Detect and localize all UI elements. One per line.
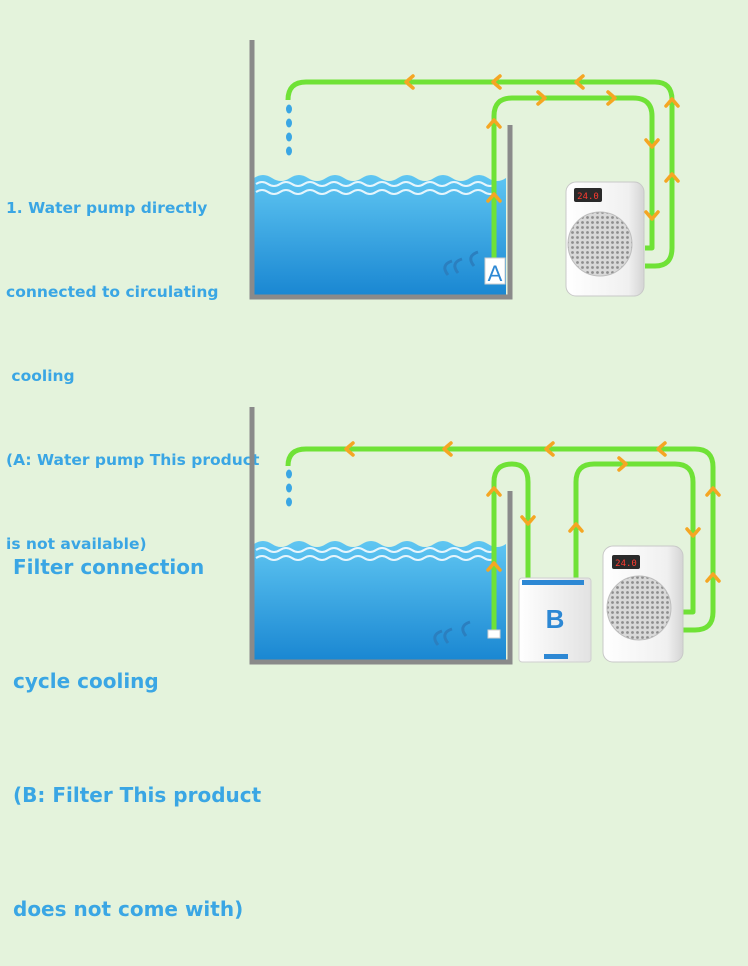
caption-line: 1. Water pump directly: [6, 199, 208, 217]
caption-water-pump-cooling: 1. Water pump directly connected to circ…: [6, 138, 259, 586]
fan-grille-icon: [606, 575, 672, 641]
supply-hose: [491, 461, 531, 630]
temperature-readout: 24.0: [615, 559, 637, 569]
pump-label: A: [488, 261, 503, 286]
caption-line: cycle cooling: [13, 669, 159, 693]
filter-label: B: [546, 604, 565, 634]
wave-lines: [255, 547, 497, 561]
chiller-unit: 24.0: [602, 545, 684, 663]
water-drop-icon: [286, 469, 292, 507]
water-body: [254, 175, 506, 295]
chiller-unit: 24.0: [565, 181, 645, 297]
water-pump: A: [484, 257, 506, 286]
diagram-water-pump: A 24.0: [249, 40, 680, 300]
diagram-filter: B 24.0: [249, 407, 721, 665]
water-swirl-icon: [433, 620, 471, 646]
diagram-canvas: A 24.0: [249, 40, 721, 665]
caption-line: connected to circulating: [6, 283, 219, 301]
flow-arrow-icon: [404, 74, 680, 221]
pump-intake: [487, 629, 501, 639]
filter-unit: B: [518, 577, 592, 663]
water-tank: [249, 407, 513, 665]
hoses: [285, 446, 716, 633]
temperature-readout: 24.0: [577, 192, 599, 202]
tank-wall: [249, 407, 513, 665]
water-body: [254, 541, 506, 660]
water-drop-icon: [286, 104, 292, 156]
return-hose: [285, 79, 675, 269]
caption-line: (A: Water pump This product: [6, 451, 260, 469]
hoses: [285, 79, 675, 269]
caption-line: cooling: [6, 367, 75, 385]
caption-line: Filter connection: [13, 555, 205, 579]
wave-lines: [255, 181, 497, 195]
flow-arrow-icon: [344, 441, 721, 583]
caption-line: is not available): [6, 535, 147, 553]
water-swirl-icon: [443, 250, 479, 276]
fan-grille-icon: [567, 211, 633, 277]
caption-line: does not come with): [13, 897, 244, 921]
tank-wall: [249, 40, 513, 300]
filter-to-chiller-hose: [573, 461, 696, 615]
temperature-display: [574, 188, 602, 202]
caption-line: (B: Filter This product: [13, 783, 262, 807]
supply-hose: [491, 95, 655, 262]
return-hose: [285, 446, 716, 633]
water-tank: [249, 40, 513, 300]
temperature-display: [612, 555, 640, 569]
